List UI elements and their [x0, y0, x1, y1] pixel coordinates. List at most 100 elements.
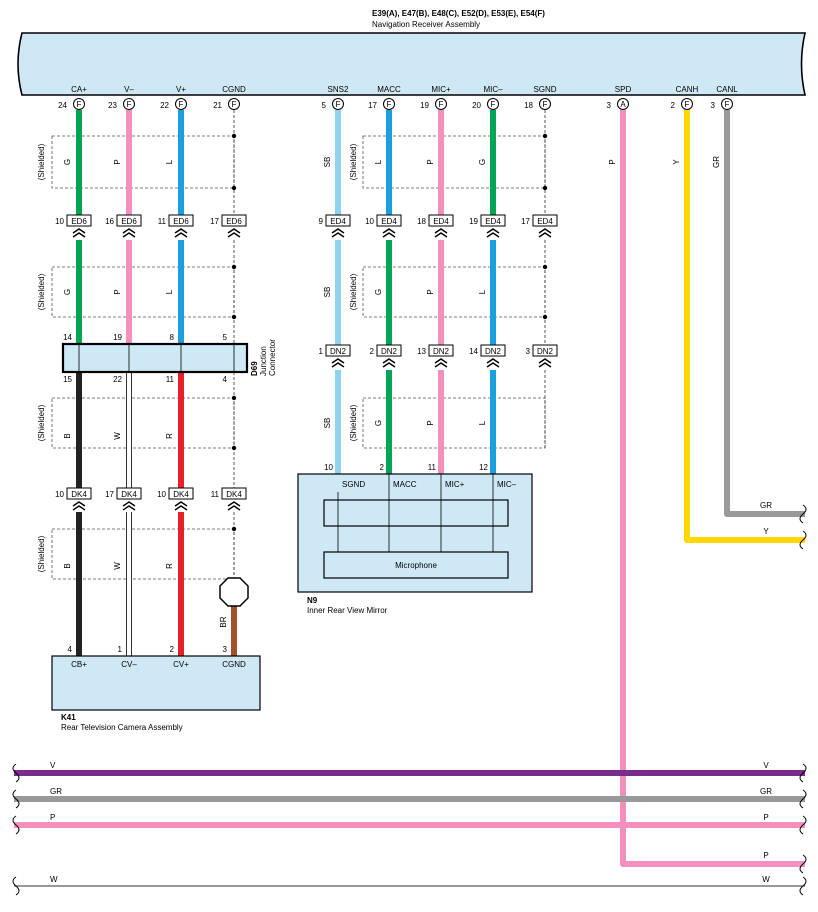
break-mark: [12, 789, 20, 809]
terminal-label: SGND: [342, 480, 365, 489]
svg-text:F: F: [725, 100, 730, 109]
pin-number: 4: [68, 645, 73, 654]
junction-dot: [231, 185, 237, 191]
svg-text:3: 3: [526, 347, 531, 356]
shielded-label: (Shielded): [349, 273, 358, 310]
break-mark: [799, 504, 807, 524]
microphone-label: Microphone: [395, 561, 437, 570]
bus-labels: V V GR GR P P P W W: [50, 761, 772, 884]
terminal-label: CV+: [173, 660, 189, 669]
svg-text:16: 16: [105, 217, 114, 226]
terminal-label: MACC: [393, 480, 417, 489]
bus-label: W: [50, 875, 58, 884]
wire-code: L: [374, 159, 383, 164]
pin-number: 22: [113, 375, 122, 384]
pin-label-spd: SPD: [615, 85, 632, 94]
svg-text:F: F: [232, 100, 237, 109]
middle-wires: [335, 110, 496, 474]
pin-tag: F: [383, 98, 395, 110]
pin-tag: F: [539, 98, 551, 110]
wire-code: B: [63, 433, 72, 438]
svg-text:A: A: [620, 100, 626, 109]
wire-spd-pink: [620, 110, 805, 867]
terminal-label: MIC+: [445, 480, 465, 489]
wire-code: G: [63, 159, 72, 165]
svg-text:10: 10: [365, 217, 374, 226]
bus-label: P: [763, 813, 768, 822]
svg-text:DN2: DN2: [485, 347, 502, 356]
pin-tag: F: [73, 98, 85, 110]
receiver-connector-list: E39(A), E47(B), E48(C), E52(D), E53(E), …: [372, 9, 545, 18]
bus-label: V: [50, 761, 56, 770]
svg-text:DN2: DN2: [537, 347, 554, 356]
svg-text:F: F: [491, 100, 496, 109]
wire-code: GR: [712, 156, 721, 168]
break-marks: [12, 504, 807, 896]
svg-text:ED6: ED6: [121, 217, 137, 226]
svg-text:ED6: ED6: [71, 217, 87, 226]
break-mark: [12, 763, 20, 783]
break-mark: [799, 763, 807, 783]
bus-label: P: [763, 851, 768, 860]
pin-label-mic-minus: MIC–: [483, 85, 503, 94]
svg-text:DK4: DK4: [173, 490, 189, 499]
pin-label-canh: CANH: [676, 85, 699, 94]
wire-code: W: [113, 562, 122, 570]
svg-text:ED6: ED6: [173, 217, 189, 226]
bus-lines: [14, 770, 805, 887]
wire-code: L: [478, 289, 487, 294]
wire-code: GR: [760, 501, 772, 510]
wire-code: SB: [323, 287, 332, 298]
svg-text:17: 17: [105, 490, 114, 499]
wire-code: SB: [323, 157, 332, 168]
wire-code: B: [63, 563, 72, 568]
terminal-label: CB+: [71, 660, 87, 669]
break-mark: [799, 530, 807, 550]
svg-text:ED4: ED4: [381, 217, 397, 226]
wire-code: P: [113, 289, 122, 294]
pin-number: 12: [479, 463, 488, 472]
wire-code: W: [113, 432, 122, 440]
svg-text:ED4: ED4: [330, 217, 346, 226]
pin-tag: F: [175, 98, 187, 110]
pin-tag: F: [721, 98, 733, 110]
bus-label: GR: [760, 787, 772, 796]
pin-number: 3: [607, 101, 612, 110]
shielded-label: (Shielded): [349, 404, 358, 441]
shield-ground-icon: [219, 577, 249, 607]
svg-text:F: F: [179, 100, 184, 109]
wire-canl-gray: [724, 110, 805, 517]
pin-number: 19: [113, 333, 122, 342]
svg-text:9: 9: [319, 217, 324, 226]
pin-number: 5: [322, 101, 327, 110]
terminal-label: CV–: [121, 660, 137, 669]
svg-text:F: F: [387, 100, 392, 109]
pin-number: 1: [118, 645, 123, 654]
pin-number: 2: [170, 645, 175, 654]
receiver-name: Navigation Receiver Assembly: [372, 20, 480, 29]
left-wires: [76, 110, 237, 656]
pin-number: 17: [368, 101, 377, 110]
pin-number: 20: [472, 101, 481, 110]
wire-code-labels: G P L G P L B W R B W R BR SB L P G SB G…: [63, 156, 721, 628]
pin-number: 19: [420, 101, 429, 110]
svg-text:10: 10: [55, 490, 64, 499]
camera-name: Rear Television Camera Assembly: [61, 723, 183, 732]
wire-code: L: [165, 289, 174, 294]
camera-id: K41: [61, 713, 76, 722]
wire-code: L: [478, 420, 487, 425]
terminal-label: MIC–: [497, 480, 517, 489]
bus-label: W: [762, 875, 770, 884]
pin-number: 2: [671, 101, 676, 110]
inner-rear-view-mirror-n9: Microphone SGND MACC MIC+ MIC– 10 2 11 1…: [297, 463, 533, 615]
